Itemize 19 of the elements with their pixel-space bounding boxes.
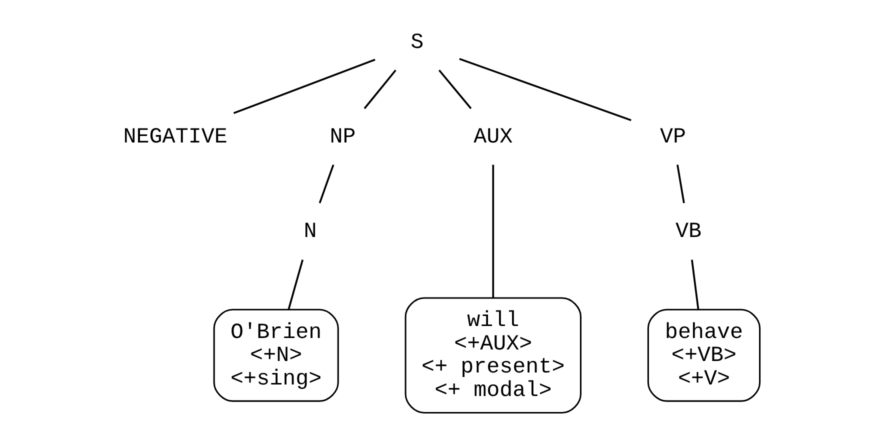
connector xyxy=(233,58,376,114)
connector xyxy=(459,58,632,122)
node-text: NP xyxy=(330,124,356,150)
connector xyxy=(288,259,304,310)
connector xyxy=(318,164,334,204)
node-box: behave <+VB> <+V> xyxy=(647,308,761,402)
node-box: will <+AUX> <+ present> <+ modal> xyxy=(404,297,582,414)
node-text: NEGATIVE xyxy=(123,124,228,150)
node-box: O'Brien <+N> <+sing> xyxy=(213,308,339,402)
node-text: VP xyxy=(660,124,686,150)
node-text: AUX xyxy=(474,124,513,150)
node-text: VB xyxy=(675,219,702,244)
connector xyxy=(438,70,472,110)
node-text: N xyxy=(304,219,317,244)
node-text: S xyxy=(410,30,424,55)
connector xyxy=(676,164,685,204)
connector xyxy=(691,260,700,310)
connector xyxy=(364,70,396,110)
connector xyxy=(492,164,494,298)
